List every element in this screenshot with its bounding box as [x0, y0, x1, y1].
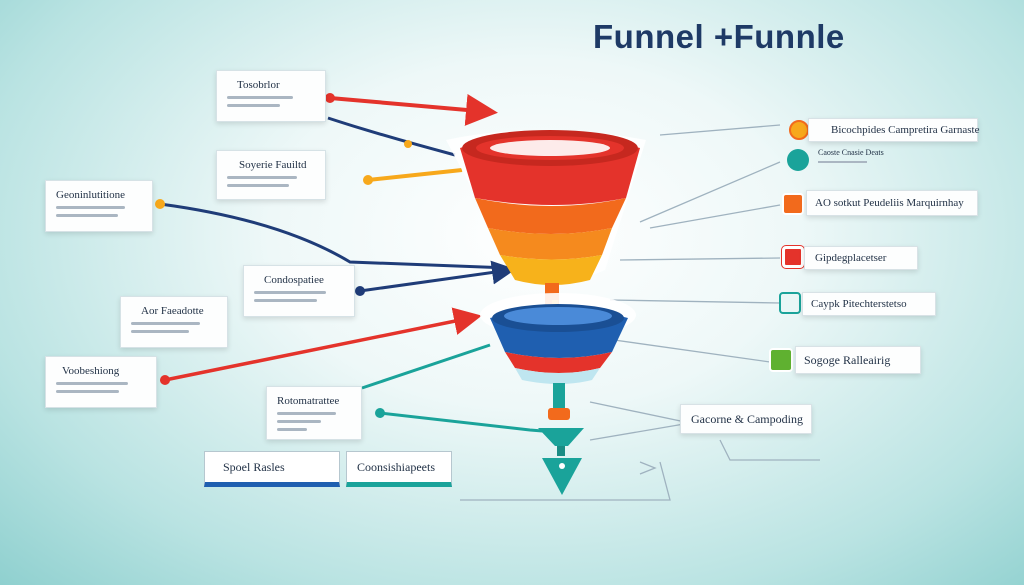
left-card-label: Condospatiee — [264, 274, 324, 286]
right-card-label: Sogoge Ralleairig — [804, 352, 891, 367]
teal-circle-icon — [787, 149, 809, 171]
right-card-label: Bicochpides Campretira Garnaste — [831, 124, 980, 136]
funnel-layer-darkorange — [488, 228, 612, 260]
left-card-1: Tosobrlor — [216, 70, 326, 122]
left-card-4: Condospatiee — [243, 265, 355, 317]
green-square-icon — [769, 348, 793, 372]
right-card-4: Gipdegplacetser — [804, 246, 918, 270]
orange-circle-icon — [789, 120, 809, 140]
left-card-2: Soyerie Fauiltd — [216, 150, 326, 200]
left-card-7: Rotomatrattee — [266, 386, 362, 440]
bottom-card-1: Spoel Rasles — [204, 451, 340, 487]
right-card-5: Caypk Pitechterstetso — [802, 292, 936, 316]
right-card-label: Caoste Cnasie Deats — [818, 148, 884, 157]
bottom-card-label: Coonsishiapeets — [357, 459, 435, 474]
teal-outline-icon — [779, 292, 801, 314]
funnel-layer-orange — [475, 198, 626, 234]
diagram-title: Funnel +Funnle — [593, 18, 845, 55]
right-card-label: AO sotkut Peudeliis Marquirnhay — [815, 197, 964, 209]
left-card-label: Geoninlutitione — [56, 189, 126, 201]
left-card-label: Tosobrlor — [237, 79, 280, 91]
red-circle-icon — [782, 246, 804, 268]
right-card-1: Bicochpides Campretira Garnaste — [808, 118, 980, 142]
bottom-card-label: Spoel Rasles — [223, 459, 285, 474]
bottom-card-2: Coonsishiapeets — [346, 451, 452, 487]
funnel-middle — [480, 293, 636, 420]
right-card-label: Gipdegplacetser — [815, 252, 887, 264]
right-card-2: Caoste Cnasie Deats — [810, 148, 900, 188]
funnel-tip-teal — [542, 458, 582, 495]
connector-lines-right — [460, 124, 820, 501]
left-card-label: Voobeshiong — [62, 365, 120, 377]
funnel-layer-amber — [500, 255, 602, 285]
left-card-3: Geoninlutitione — [45, 180, 153, 232]
connector-lines-left — [155, 93, 556, 434]
right-card-7: Gacorne & Campoding — [680, 404, 812, 434]
left-card-label: Rotomatrattee — [277, 395, 340, 407]
orange-square-icon — [782, 193, 804, 215]
right-card-3: AO sotkut Peudeliis Marquirnhay — [806, 190, 978, 216]
left-card-5: Aor Faeadotte — [120, 296, 228, 348]
right-card-6: Sogoge Ralleairig — [795, 346, 921, 374]
funnel-top — [446, 130, 646, 320]
funnel-layer-red-mid — [505, 352, 612, 373]
left-card-label: Aor Faeadotte — [141, 305, 204, 317]
right-card-label: Caypk Pitechterstetso — [811, 298, 907, 310]
left-card-6: Voobeshiong — [45, 356, 157, 408]
funnel-bottom — [538, 428, 584, 495]
left-card-label: Soyerie Fauiltd — [239, 159, 307, 171]
right-card-label: Gacorne & Campoding — [691, 411, 803, 426]
